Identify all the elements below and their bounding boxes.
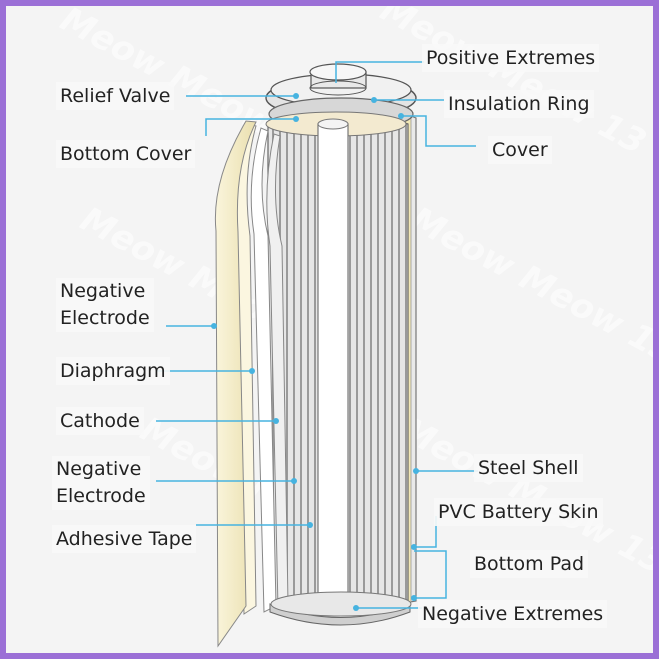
label-negative-electrode-1-line1: Negative bbox=[60, 280, 146, 302]
peeled-layers-drawing bbox=[214, 120, 289, 648]
label-negative-electrode-1-line2: Electrode bbox=[60, 307, 150, 329]
label-negative-electrode-1: Negative Electrode bbox=[56, 278, 154, 332]
label-diaphragm: Diaphragm bbox=[56, 357, 170, 385]
label-cover: Cover bbox=[488, 136, 552, 164]
label-negative-electrode-2: Negative Electrode bbox=[52, 456, 150, 510]
leader-lines bbox=[156, 61, 478, 609]
label-adhesive-tape: Adhesive Tape bbox=[52, 525, 197, 553]
label-negative-electrode-2-line2: Electrode bbox=[56, 485, 146, 507]
label-pvc-battery-skin: PVC Battery Skin bbox=[434, 498, 603, 526]
label-positive-extremes: Positive Extremes bbox=[422, 44, 600, 72]
label-insulation-ring: Insulation Ring bbox=[444, 90, 594, 118]
label-negative-electrode-2-line1: Negative bbox=[56, 458, 142, 480]
label-relief-valve: Relief Valve bbox=[56, 82, 175, 110]
battery-illustration bbox=[156, 61, 478, 648]
leader-dots bbox=[211, 93, 419, 611]
bottom-drawing bbox=[269, 591, 412, 626]
label-bottom-cover: Bottom Cover bbox=[56, 140, 196, 168]
label-cathode: Cathode bbox=[56, 407, 144, 435]
label-steel-shell: Steel Shell bbox=[474, 454, 583, 482]
label-negative-extremes: Negative Extremes bbox=[418, 600, 608, 628]
label-bottom-pad: Bottom Pad bbox=[470, 550, 589, 578]
center-pin-drawing bbox=[317, 118, 349, 610]
diagram-frame: Meow Meow 13 Meow Meow 13 Meow Meow 13 M… bbox=[6, 6, 653, 653]
